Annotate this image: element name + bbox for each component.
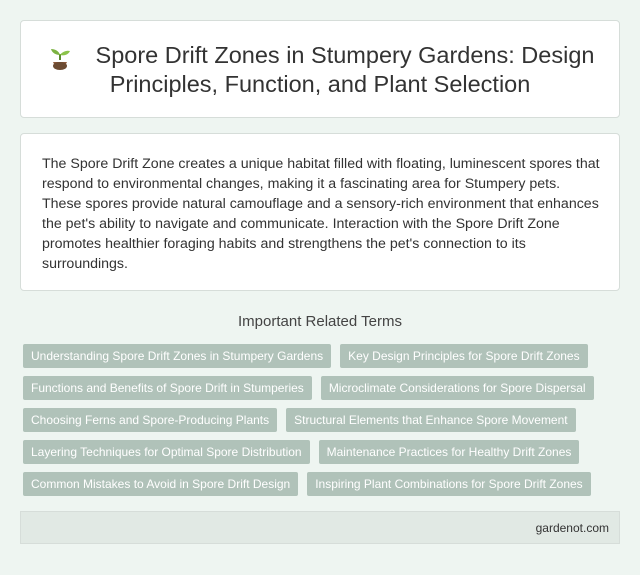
page-title-line-1: Spore Drift Zones in Stumpery Gardens: D… xyxy=(95,42,595,68)
tag-row: Functions and Benefits of Spore Drift in… xyxy=(23,376,623,400)
related-term-tag[interactable]: Understanding Spore Drift Zones in Stump… xyxy=(23,344,332,368)
related-term-tag[interactable]: Maintenance Practices for Healthy Drift … xyxy=(318,440,580,464)
page-title: Spore Drift Zones in Stumpery Gardens: D… xyxy=(95,41,605,99)
related-term-tag[interactable]: Key Design Principles for Spore Drift Zo… xyxy=(340,344,588,368)
description-text: The Spore Drift Zone creates a unique ha… xyxy=(42,156,600,272)
tag-row: Layering Techniques for Optimal Spore Di… xyxy=(23,440,623,464)
related-term-tag[interactable]: Choosing Ferns and Spore-Producing Plant… xyxy=(23,408,278,432)
related-term-tag[interactable]: Layering Techniques for Optimal Spore Di… xyxy=(23,440,310,464)
page-title-line-2: Principles, Function, and Plant Selectio… xyxy=(109,71,531,97)
related-terms-heading: Important Related Terms xyxy=(238,313,402,330)
seedling-icon xyxy=(51,49,70,70)
related-terms-list: Understanding Spore Drift Zones in Stump… xyxy=(23,344,623,504)
tag-row: Choosing Ferns and Spore-Producing Plant… xyxy=(23,408,623,432)
related-term-tag[interactable]: Structural Elements that Enhance Spore M… xyxy=(286,408,576,432)
footer-site-link[interactable]: gardenot.com xyxy=(535,521,609,535)
related-term-tag[interactable]: Inspiring Plant Combinations for Spore D… xyxy=(307,472,591,496)
tag-row: Understanding Spore Drift Zones in Stump… xyxy=(23,344,623,368)
tag-row: Common Mistakes to Avoid in Spore Drift … xyxy=(23,472,623,496)
description-card: The Spore Drift Zone creates a unique ha… xyxy=(20,133,620,291)
header-card xyxy=(20,20,620,118)
related-term-tag[interactable]: Common Mistakes to Avoid in Spore Drift … xyxy=(23,472,299,496)
footer: gardenot.com xyxy=(20,511,620,544)
related-term-tag[interactable]: Functions and Benefits of Spore Drift in… xyxy=(23,376,312,400)
related-term-tag[interactable]: Microclimate Considerations for Spore Di… xyxy=(320,376,594,400)
